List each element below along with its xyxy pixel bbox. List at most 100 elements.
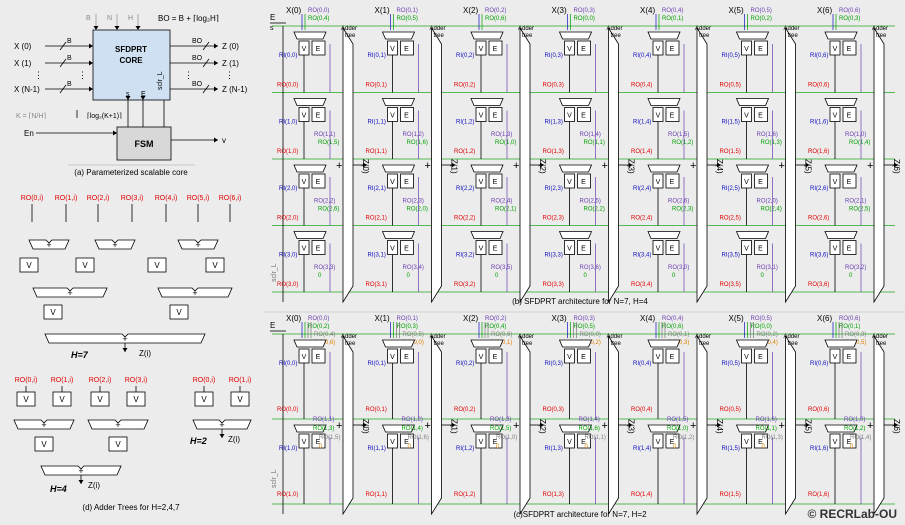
column-z-label: Z(5) — [804, 159, 813, 174]
plus: + — [115, 420, 120, 430]
mid-ro-label: 0 — [495, 273, 499, 279]
mid-ro-label: RO(1,6) — [756, 417, 777, 423]
register-v-label: V — [479, 354, 484, 361]
top-ro-label: RO(0,4) — [308, 16, 329, 22]
register-e — [488, 433, 503, 449]
mid-ro-label: RO(1,3) — [491, 132, 512, 138]
register-e — [400, 433, 414, 449]
register-e — [488, 107, 503, 122]
mid-ro-label: RO(2,1) — [495, 207, 516, 213]
mid-ro-label: RO(1,4) — [850, 435, 871, 441]
row-mux — [470, 424, 504, 433]
column-z-label: Z(4) — [715, 419, 724, 434]
register-v-label: V — [567, 246, 572, 253]
register-v-label: V — [390, 179, 395, 186]
top-ro-label: RO(0,1) — [839, 324, 860, 330]
register-v-label: V — [23, 395, 29, 404]
register-v-label: V — [567, 46, 572, 53]
ri-label: RI(3,2) — [456, 253, 474, 259]
register-e — [577, 40, 591, 56]
register-e — [842, 433, 857, 449]
adder-tree-label: tree — [611, 33, 622, 39]
column-x-label: X(1) — [375, 6, 390, 15]
register-e — [665, 348, 680, 364]
register-e-label: E — [581, 439, 586, 446]
mid-ro-label: RO(1,5) — [490, 426, 511, 432]
mid-ro-label: RO(2,1) — [845, 199, 866, 205]
ro-label: RO(0,0) — [277, 83, 298, 89]
register-e-label: E — [316, 46, 321, 53]
column-x-label: X(5) — [729, 6, 744, 15]
register-v-label: V — [212, 261, 218, 270]
adder-tree-label: Adder — [518, 334, 534, 340]
adder-plus: + — [779, 160, 785, 172]
adder-plus: + — [336, 420, 342, 432]
register-v-label: V — [390, 46, 395, 53]
ri-label: RI(0,6) — [810, 53, 828, 59]
ro-label: RO(1,4) — [631, 149, 652, 155]
register-e — [311, 433, 326, 449]
register-v-label: V — [567, 113, 572, 120]
adder-plus: + — [336, 160, 342, 172]
mid-ro-label: RO(2,2) — [314, 199, 335, 205]
arrow-head — [451, 422, 456, 428]
top-ro-label: RO(0,6) — [662, 324, 683, 330]
column-z-label: Z(0) — [361, 419, 370, 434]
ro-label: RO(2,2) — [454, 216, 475, 222]
register-v — [108, 436, 128, 452]
adder-tree-label: tree — [876, 33, 887, 39]
arrow-head — [717, 162, 721, 168]
adder-tree-label: Adder — [607, 26, 623, 32]
adder-tree-label: Adder — [518, 26, 534, 32]
arrow-head — [89, 60, 93, 66]
register-e — [842, 348, 857, 364]
ri-label: RI(3,1) — [368, 253, 386, 259]
top-ro-label: RO(0,1) — [662, 16, 683, 22]
tree-h2-label: H=2 — [190, 436, 207, 446]
mid-ro-label: RO(1,4) — [849, 140, 870, 146]
row-mux — [735, 424, 770, 433]
top-ro-label: RO(0,4) — [314, 332, 335, 338]
adder-plus: + — [513, 420, 519, 432]
register-e — [577, 240, 591, 255]
row-mux — [824, 231, 858, 239]
mid-ro-label: RO(1,3) — [761, 140, 782, 146]
ri-label: RI(2,3) — [545, 186, 563, 192]
ri-label: RI(2,5) — [722, 186, 740, 192]
adder-tree-label: tree — [522, 33, 533, 39]
tree-input-label: RO(0,i) — [193, 377, 216, 384]
register-v — [194, 391, 214, 407]
ro-label: RO(0,1) — [366, 407, 387, 413]
register-v-label: V — [390, 246, 395, 253]
mid-ro-label: 0 — [496, 444, 500, 450]
register-v — [75, 257, 95, 273]
top-ro-label: RO(0,5) — [574, 324, 595, 330]
register-v-label: V — [390, 439, 395, 446]
column-x-label: X(6) — [817, 6, 832, 15]
register-e — [400, 240, 414, 255]
adder-tree-block — [342, 26, 354, 304]
tree-input-label: RO(4,i) — [155, 195, 178, 202]
adder-level1 — [13, 419, 75, 430]
plus: + — [67, 288, 72, 298]
adder-tree-label: Adder — [341, 334, 357, 340]
column-x-label: X(5) — [729, 314, 744, 323]
top-ro-label: RO(0,0) — [751, 324, 772, 330]
column-x-label: X(6) — [817, 314, 832, 323]
register-e — [754, 433, 768, 449]
ro-label: RO(2,0) — [277, 216, 298, 222]
mid-ro-label: RO(1,3) — [490, 417, 511, 423]
mid-ro-label: RO(1,0) — [667, 426, 688, 432]
ro-label: RO(2,1) — [366, 216, 387, 222]
mid-ro-label: 0 — [673, 444, 677, 450]
arrow-head — [214, 86, 218, 92]
mid-ro-label: 0 — [319, 444, 323, 450]
ri-label: RI(1,4) — [633, 120, 651, 126]
column-z-label: Z(1) — [450, 159, 459, 174]
column-x-label: X(0) — [286, 314, 301, 323]
arrow-head — [628, 422, 633, 428]
register-e — [311, 173, 326, 189]
row-mux — [470, 231, 504, 239]
mid-ro-label: 0 — [761, 273, 765, 279]
ro-label: RO(2,4) — [631, 216, 652, 222]
